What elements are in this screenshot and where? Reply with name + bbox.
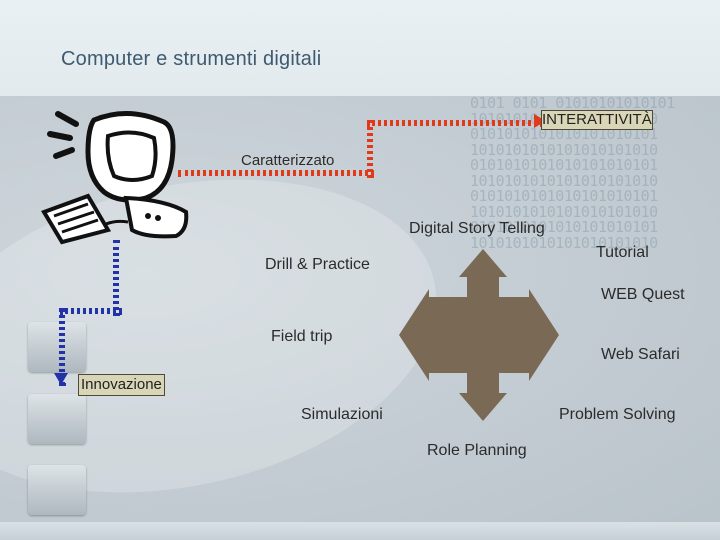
item-web-quest: WEB Quest bbox=[601, 286, 685, 304]
interattivita-label: INTERATTIVITÀ bbox=[541, 110, 653, 130]
connector-red-horizontal-upper bbox=[367, 120, 543, 126]
item-role-planning: Role Planning bbox=[427, 442, 527, 460]
connector-red-vertical bbox=[367, 120, 373, 178]
arrowhead-icon bbox=[54, 373, 68, 385]
connector-blue-horizontal bbox=[60, 308, 122, 314]
four-way-arrow-icon bbox=[383, 249, 583, 421]
slide-header: Computer e strumenti digitali bbox=[0, 0, 720, 96]
connector-red-horizontal-lower bbox=[178, 170, 374, 176]
decorative-tile bbox=[28, 322, 86, 372]
decorative-tile bbox=[28, 465, 86, 515]
connector-blue-vertical-upper bbox=[113, 240, 119, 316]
item-problem-solving: Problem Solving bbox=[559, 406, 676, 424]
item-web-safari: Web Safari bbox=[601, 346, 680, 364]
item-digital-story-telling: Digital Story Telling bbox=[409, 220, 545, 238]
caratterizzato-label: Caratterizzato bbox=[241, 152, 334, 169]
item-tutorial: Tutorial bbox=[596, 244, 649, 262]
decorative-tile bbox=[28, 394, 86, 444]
innovazione-label: Innovazione bbox=[78, 374, 165, 396]
item-field-trip: Field trip bbox=[271, 328, 332, 346]
computer-icon bbox=[36, 100, 196, 245]
item-simulazioni: Simulazioni bbox=[301, 406, 383, 424]
slide-title: Computer e strumenti digitali bbox=[61, 48, 321, 71]
item-drill-practice: Drill & Practice bbox=[265, 256, 370, 274]
footer-bar bbox=[0, 522, 720, 540]
